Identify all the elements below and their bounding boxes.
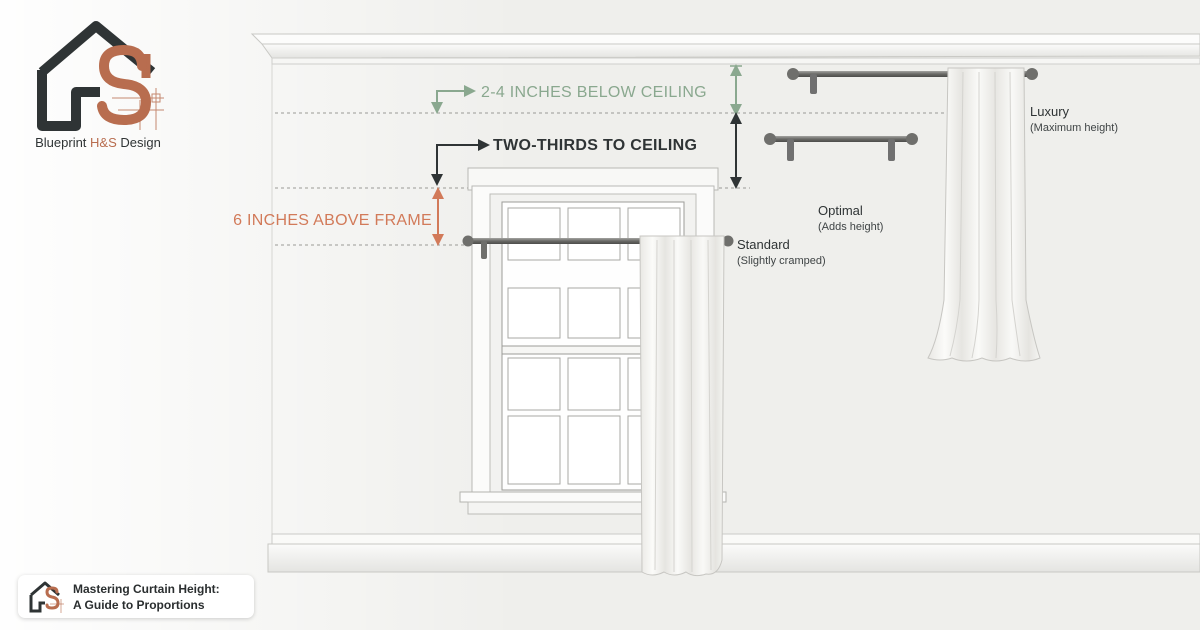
optimal-rod xyxy=(764,133,918,161)
measure-ceiling-offset xyxy=(730,64,742,116)
optimal-rod-bracket-left xyxy=(787,139,794,161)
caption-title-line1: Mastering Curtain Height: xyxy=(73,582,220,596)
luxury-rod-finial-right xyxy=(1026,68,1038,80)
label-two-thirds: TWO-THIRDS TO CEILING xyxy=(493,137,697,154)
optimal-rod-finial-left xyxy=(764,133,776,145)
standard-rod-bracket-left xyxy=(481,241,487,259)
caption-logo-icon xyxy=(29,581,64,613)
window-pane xyxy=(507,287,561,339)
crown-molding xyxy=(250,33,1200,65)
optimal-rod-bar xyxy=(772,136,910,142)
optimal-note: (Adds height) xyxy=(818,221,883,233)
brand-name-suffix: Design xyxy=(120,135,161,150)
window-pane xyxy=(507,207,561,261)
luxury-curtain xyxy=(927,67,1041,362)
brand-name-prefix: Blueprint xyxy=(35,135,87,150)
luxury-label: Luxury xyxy=(1030,104,1070,119)
window-pane xyxy=(507,357,561,411)
label-below-ceiling: 2-4 INCHES BELOW CEILING xyxy=(481,84,707,101)
standard-curtain xyxy=(639,235,725,577)
standard-note: (Slightly cramped) xyxy=(737,255,826,267)
luxury-rod-finial-left xyxy=(787,68,799,80)
optimal-rod-finial-right xyxy=(906,133,918,145)
pointer-two-thirds xyxy=(431,139,490,186)
pointer-below-ceiling xyxy=(431,85,476,114)
baseboard xyxy=(267,533,1200,573)
luxury-rod-bracket-left xyxy=(810,74,817,94)
standard-rod-finial-right xyxy=(722,235,734,247)
window-pane xyxy=(567,207,621,261)
caption-title-line2: A Guide to Proportions xyxy=(73,598,205,612)
caption-card: Mastering Curtain Height: A Guide to Pro… xyxy=(18,575,254,618)
window-pane xyxy=(567,287,621,339)
standard-label: Standard xyxy=(737,237,790,252)
brand-name-accent: H&S xyxy=(90,135,117,150)
brand-name: Blueprint H&S Design xyxy=(0,135,196,150)
luxury-note: (Maximum height) xyxy=(1030,122,1118,134)
window-pane xyxy=(507,415,561,485)
optimal-rod-bracket-right xyxy=(888,139,895,161)
brand-logo-icon xyxy=(37,21,164,131)
window-pane xyxy=(567,415,621,485)
optimal-label: Optimal xyxy=(818,203,863,218)
label-above-frame: 6 INCHES ABOVE FRAME xyxy=(233,212,432,229)
standard-rod-finial-left xyxy=(462,235,474,247)
window-pane xyxy=(567,357,621,411)
